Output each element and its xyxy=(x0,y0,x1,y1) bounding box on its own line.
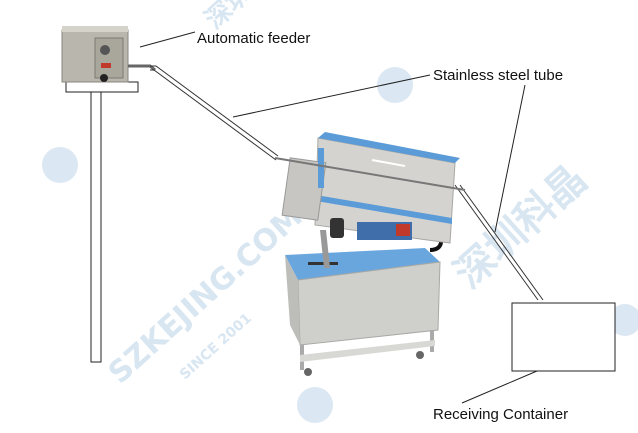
leader-lines xyxy=(139,31,538,404)
watermark-logo-icon xyxy=(42,147,78,183)
label-receiving-container: Receiving Container xyxy=(433,406,568,423)
knob-icon xyxy=(100,45,110,55)
watermark-logo-icon xyxy=(377,67,413,103)
watermark-logo-icon xyxy=(609,304,638,336)
stainless-steel-tube xyxy=(150,65,544,301)
receiving-container xyxy=(511,302,616,372)
label-stainless-steel-tube: Stainless steel tube xyxy=(433,67,563,84)
automatic-feeder xyxy=(61,26,156,83)
feeder-stand xyxy=(65,81,139,363)
watermark-logo-icon xyxy=(297,387,333,423)
meter-icon xyxy=(330,218,344,238)
tube-furnace xyxy=(274,132,466,376)
label-automatic-feeder: Automatic feeder xyxy=(197,30,310,47)
